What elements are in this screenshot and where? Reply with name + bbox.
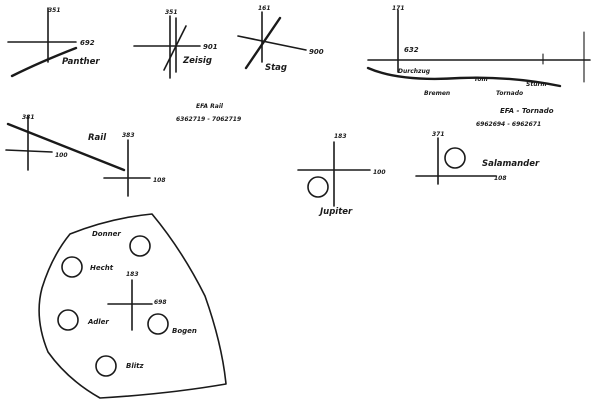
stag-line-label: 900	[309, 48, 324, 56]
rail-horizontal-line	[5, 149, 53, 153]
zeisig-line-label: 901	[203, 43, 218, 51]
stag-sector-label: 161	[258, 5, 271, 12]
jupiter-line-label: 100	[373, 169, 386, 176]
efa-tornado-title: EFA - Tornado	[500, 107, 554, 115]
donner-label: Donner	[92, 230, 121, 238]
panther-name-label: Panther	[62, 57, 100, 67]
salamander-group: 371 108 Salamander	[415, 131, 540, 185]
rail-sector-label: 381	[22, 114, 35, 121]
blitz-circle	[95, 355, 117, 377]
panther-curve	[10, 46, 78, 78]
bogen-label: Bogen	[172, 327, 197, 335]
hecht-circle	[61, 256, 83, 278]
jupiter-circle	[307, 176, 329, 198]
blitz-label: Blitz	[126, 362, 144, 370]
storm-label: Sturm	[526, 81, 547, 88]
bogen-circle	[147, 313, 169, 335]
jupiter-sector-label: 183	[334, 133, 347, 140]
field-sector-label: 183	[126, 271, 139, 278]
salamander-circle	[444, 147, 466, 169]
efa-captions: EFA Rail 6362719 - 7062719 EFA - Tornado…	[176, 103, 554, 128]
zeisig-sector-label: 351	[165, 9, 178, 16]
rail-cross-sector-label: 383	[122, 132, 135, 139]
field-area-group: Donner Hecht 183 698 Adler Bogen Blitz	[38, 213, 227, 399]
salamander-name-label: Salamander	[482, 159, 540, 169]
efa-tornado-range: 6962694 - 6962671	[476, 121, 541, 128]
zeisig-name-label: Zeisig	[182, 56, 212, 66]
zeisig-group: 351 901 Zeisig	[133, 9, 218, 79]
jupiter-group: 183 100 Jupiter	[297, 133, 386, 217]
hecht-label: Hecht	[90, 264, 114, 272]
stag-name-label: Stag	[265, 63, 287, 73]
efa-rail-title: EFA Rail	[196, 103, 224, 110]
bremen-label: Bremen	[424, 90, 450, 97]
salamander-line-label: 108	[494, 175, 507, 182]
rail-cross-line-label: 108	[153, 177, 166, 184]
panther-line-label: 692	[80, 39, 95, 47]
rail-name-label: Rail	[88, 133, 107, 143]
rail-small-label: 100	[55, 152, 68, 159]
rail-diagonal-line	[6, 122, 126, 172]
adler-circle	[57, 309, 79, 331]
field-line-label: 698	[154, 299, 167, 306]
tom-label: Tom	[474, 76, 488, 83]
stag-horizontal-line	[237, 35, 307, 51]
panther-group: 351 692 Panther	[7, 7, 100, 78]
donner-circle	[129, 235, 151, 257]
stag-diagonal-line	[244, 16, 282, 70]
track-sector-label: 171	[392, 5, 405, 12]
durchzug-label: Durchzug	[398, 68, 431, 75]
tornado-label: Tornado	[496, 90, 523, 97]
panther-sector-label: 351	[48, 7, 61, 14]
track-line-label: 632	[404, 46, 419, 54]
tornado-track-group: 171 632 Durchzug Tom Sturm Bremen Tornad…	[366, 5, 591, 97]
adler-label: Adler	[87, 318, 109, 326]
rail-group: 381 100 Rail 383 108	[5, 114, 166, 197]
stag-group: 161 900 Stag	[237, 5, 324, 73]
salamander-sector-label: 371	[432, 131, 445, 138]
tornado-curve	[366, 66, 562, 88]
efa-rail-range: 6362719 - 7062719	[176, 116, 241, 123]
jupiter-name-label: Jupiter	[318, 207, 353, 217]
zeisig-diagonal-line	[163, 25, 187, 71]
field-boundary	[38, 213, 227, 399]
